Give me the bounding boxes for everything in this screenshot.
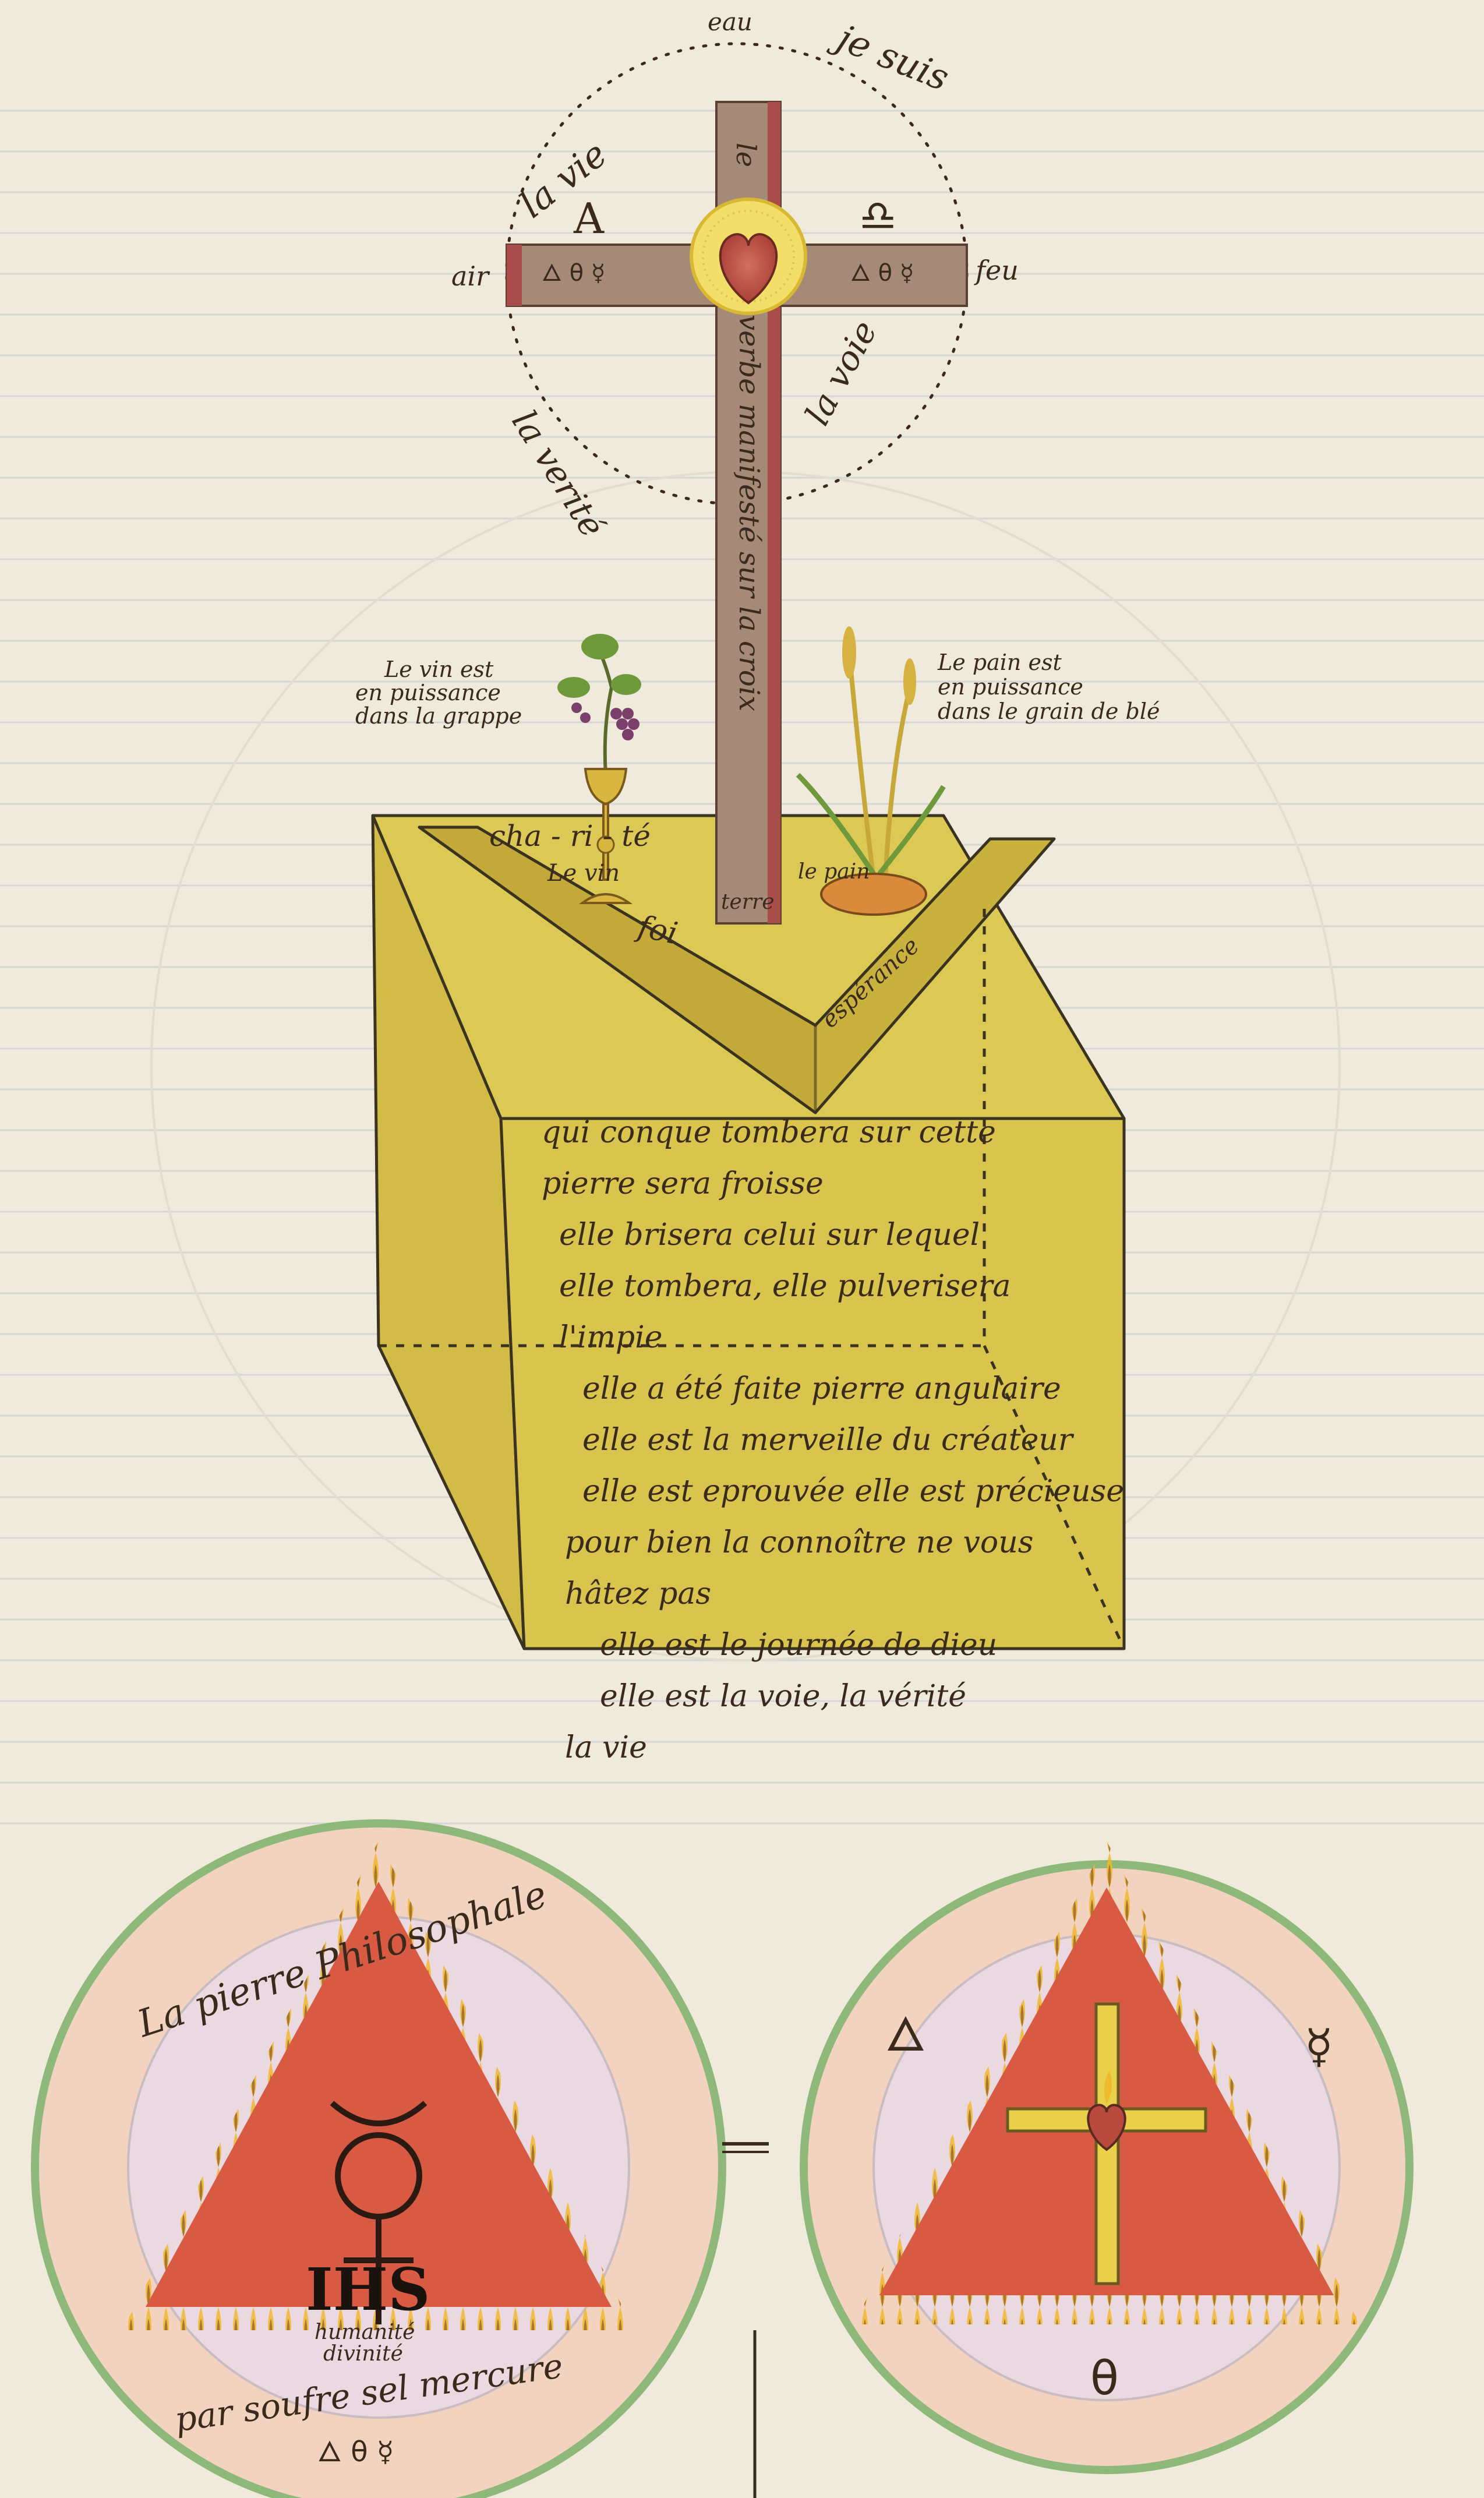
ring-je-suis: je suis [825,14,955,100]
caption-vin-3: dans la grappe [355,703,522,729]
cross-left-symbols: 🜂 θ ☿ [542,260,605,287]
wheat-stalk-icon [848,664,876,880]
ring-feu: feu [974,255,1019,286]
cross-right-letter: ♎ [859,191,897,240]
cube-hidden-edges [379,909,1126,1650]
inscription-line: qui conque tombera sur cette [542,1115,996,1150]
inscription-line: pierre sera froisse [542,1166,824,1201]
inscription-line: la vie [565,1730,647,1765]
ring-la-voie: la voie [797,314,885,432]
stone-le-vin: Le vin [547,860,620,887]
cross-vertical-text: verbe manifesté sur la croix [733,315,765,711]
inscription-line: elle est eprouvée elle est précieuse [582,1474,1125,1509]
vine-leaf-icon [557,677,590,698]
right-disc-sulfur-symbol: 🜂 [885,2007,926,2062]
mercury-symbol-icon [330,2101,427,2324]
inscription-line: elle est le journée de dieu [600,1628,998,1663]
cross-left-letter: A [573,194,605,243]
right-disc-mercury-symbol: ☿ [1305,2019,1333,2073]
disc-sub-humanite: humanité [315,2320,415,2344]
stone-charite: cha - ri - té [489,819,651,853]
caption-pain-2: en puissance [938,674,1083,700]
stone-inscription: qui conque tombera sur cette pierre sera… [542,1107,1124,1773]
cross-horizontal-edge [507,245,522,306]
right-disc-salt-symbol: θ [1090,2351,1119,2405]
flaming-heart-icon [1087,2104,1126,2151]
philosophers-stone-disc [31,1819,726,2498]
cross-right-symbols: 🜂 θ ☿ [850,260,914,287]
inscription-line: l'impie [559,1320,663,1355]
wheat-leaf-icon [877,785,946,876]
inscription-line: hâtez pas [565,1576,712,1611]
disc-monogram: IHS [306,2255,430,2324]
cross [506,101,968,925]
caption-pain-1: Le pain est [937,650,1062,675]
wheat-stalk-icon [883,693,911,880]
ring-la-verite: la verité [504,403,612,544]
caption-pain-3: dans le grain de blé [938,698,1160,724]
vine-leaf-icon [581,634,619,659]
caption-vin-2: en puissance [355,680,501,705]
stone-le-pain: le pain [798,860,870,884]
sacred-heart-icon [719,233,778,305]
disc-sub-divinite: divinité [323,2342,403,2366]
cross-base-word: terre [721,890,775,914]
cross-top-word: le [730,143,762,167]
ring-eau: eau [708,8,752,36]
disc-bottom-symbols: 🜂 θ ☿ [317,2436,394,2468]
heart-flame-icon [1104,2071,1112,2104]
ring-air: air [451,260,490,292]
wheat-loaf [796,626,946,916]
goblet-grapevine [557,634,641,904]
caption-vin-1: Le vin est [384,657,494,682]
wheat-leaf-icon [796,772,876,876]
inscription-line: elle brisera celui sur lequel [559,1218,980,1252]
bread-loaf-icon [820,873,927,916]
inscription-line: elle a été faite pierre angulaire [582,1371,1061,1406]
vine-leaf-icon [611,674,641,695]
inscription-line: elle est la merveille du créateur [582,1423,1073,1458]
inscription-line: elle tombera, elle pulverisera [559,1269,1011,1304]
right-disc [800,1841,1414,2474]
grapevine-stem-icon [598,651,614,775]
cornerstone-cube [371,814,1126,1650]
stone-foi: foi [633,909,680,951]
grapes-icon [571,703,639,740]
wheat-ear-icon [842,626,856,679]
inscription-line: pour bien la connoître ne vous [565,1525,1034,1560]
cube-chevron-shade [418,825,817,1114]
inscription-line: elle est la voie, la vérité [600,1679,967,1714]
wheat-ear-icon [903,658,916,705]
left-fire-triangle [146,1882,612,2307]
